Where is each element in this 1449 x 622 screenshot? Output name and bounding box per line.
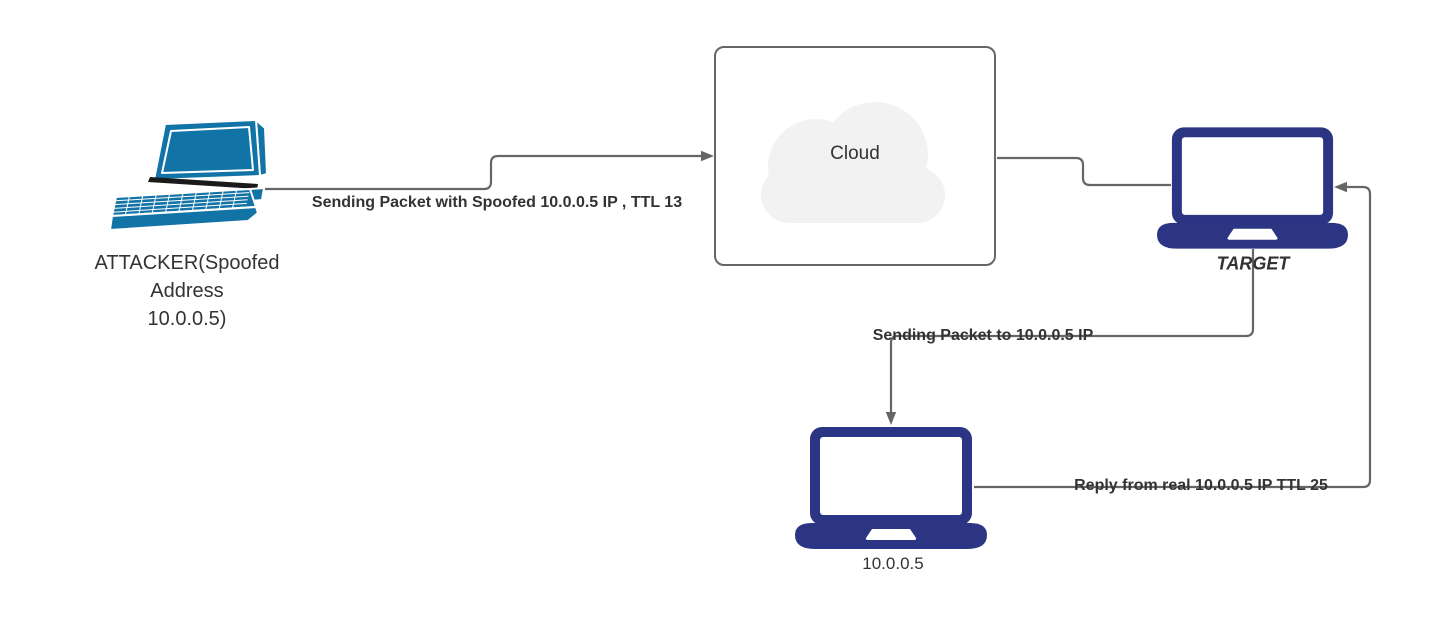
cloud-label: Cloud <box>830 143 880 164</box>
edge-attacker-to-cloud <box>265 150 714 191</box>
realhost-laptop-icon <box>795 427 987 549</box>
attacker-label-line3: 10.0.0.5) <box>147 308 227 330</box>
edge-cloud-to-target <box>997 156 1171 187</box>
attacker-label: ATTACKER(Spoofed Address 10.0.0.5) <box>95 249 280 333</box>
edge-label-target-to-realhost: Sending Packet to 10.0.0.5 IP <box>872 327 1094 344</box>
target-label: TARGET <box>1216 253 1290 274</box>
attacker-label-line1: ATTACKER(Spoofed <box>94 252 280 274</box>
attacker-node <box>108 118 268 230</box>
edge-target-to-realhost <box>885 249 1255 425</box>
attacker-laptop-icon <box>109 119 268 230</box>
cloud-node: Cloud <box>714 46 996 266</box>
target-node <box>1157 127 1348 249</box>
realhost-label: 10.0.0.5 <box>862 554 924 573</box>
edge-label-realhost-to-target: Reply from real 10.0.0.5 IP TTL 25 <box>1074 477 1328 494</box>
attacker-label-line2: Address <box>150 280 224 302</box>
cloud-icon <box>761 102 945 223</box>
target-laptop-icon <box>1157 127 1348 249</box>
edge-realhost-to-target <box>974 181 1372 489</box>
realhost-node <box>795 427 987 549</box>
edge-label-attacker-to-cloud: Sending Packet with Spoofed 10.0.0.5 IP … <box>311 194 683 211</box>
